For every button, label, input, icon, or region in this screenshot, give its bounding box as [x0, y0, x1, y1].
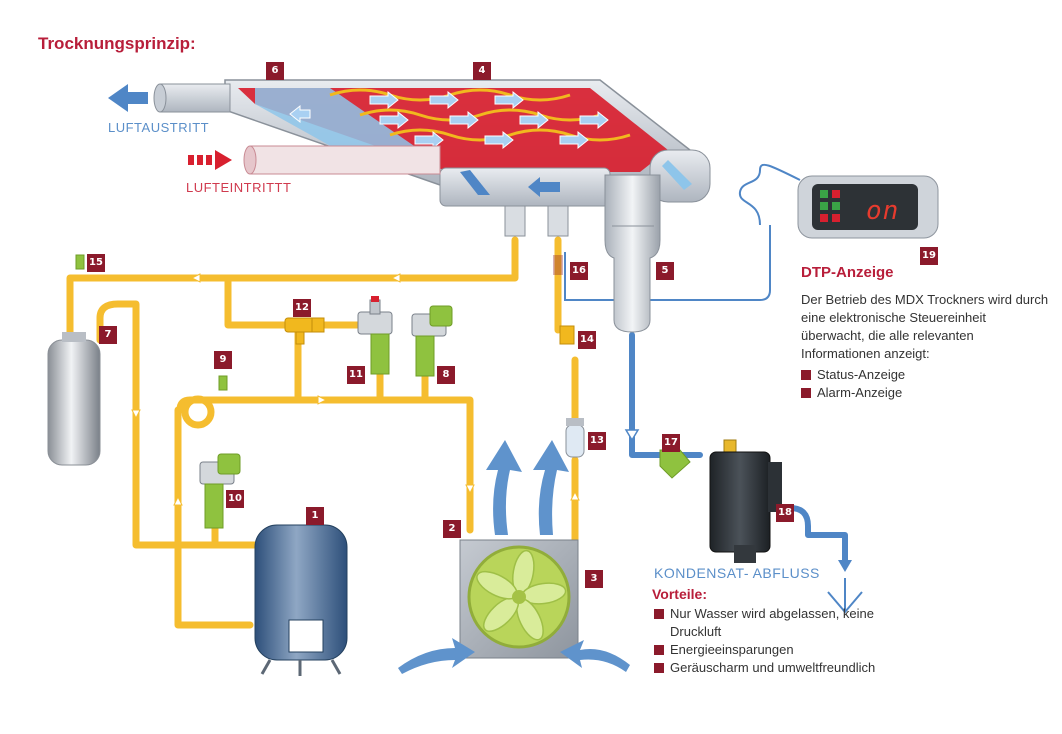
drain-symbol [827, 578, 863, 614]
advantages-title: Vorteile: [652, 586, 707, 602]
list-item: Status-Anzeige [801, 366, 905, 384]
badge-11: 11 [347, 366, 365, 384]
badge-13: 13 [588, 432, 606, 450]
label-air-inlet: LUFTEINTRITTT [186, 180, 292, 195]
badge-18: 18 [776, 504, 794, 522]
flow-arrows-yellow [131, 273, 580, 506]
badge-3: 3 [585, 570, 603, 588]
badge-9: 9 [214, 351, 232, 369]
badge-6: 6 [266, 62, 284, 80]
label-condensate-drain: KONDENSAT- ABFLUSS [654, 565, 820, 581]
badge-7: 7 [99, 326, 117, 344]
list-item: Alarm-Anzeige [801, 384, 905, 402]
list-item: Nur Wasser wird abgelassen, keine Druckl… [654, 605, 884, 641]
dtp-controller [797, 175, 939, 239]
refrigerant-receiver [47, 332, 101, 466]
badge-2: 2 [443, 520, 461, 538]
controller-display-text: on [866, 196, 900, 226]
sensor-cable [564, 163, 801, 301]
advantages-list: Nur Wasser wird abgelassen, keine Druckl… [654, 605, 884, 677]
dtp-list: Status-Anzeige Alarm-Anzeige [801, 366, 905, 402]
badge-10: 10 [226, 490, 244, 508]
badge-15: 15 [87, 254, 105, 272]
badge-19: 19 [920, 247, 938, 265]
badge-14: 14 [578, 331, 596, 349]
dtp-description: Der Betrieb des MDX Trockners wird durch… [801, 292, 1049, 361]
compressor-tank [254, 524, 348, 676]
badge-1: 1 [306, 507, 324, 525]
air-pipes [108, 83, 441, 175]
list-item: Energieeinsparungen [654, 641, 884, 659]
condensate-drain-unit [709, 439, 782, 563]
badge-16: 16 [570, 262, 588, 280]
condenser-fan-unit [459, 539, 579, 659]
badge-17: 17 [662, 434, 680, 452]
badge-4: 4 [473, 62, 491, 80]
badge-5: 5 [656, 262, 674, 280]
label-air-outlet: LUFTAUSTRITT [108, 120, 210, 135]
dtp-title: DTP-Anzeige [801, 264, 894, 281]
dryer-housing [224, 79, 711, 333]
airflow-arrows [398, 440, 630, 674]
list-item: Geräuscharm und umweltfreundlich [654, 659, 884, 677]
diagram-title: Trocknungsprinzip: [38, 34, 196, 53]
badge-12: 12 [293, 299, 311, 317]
badge-8: 8 [437, 366, 455, 384]
